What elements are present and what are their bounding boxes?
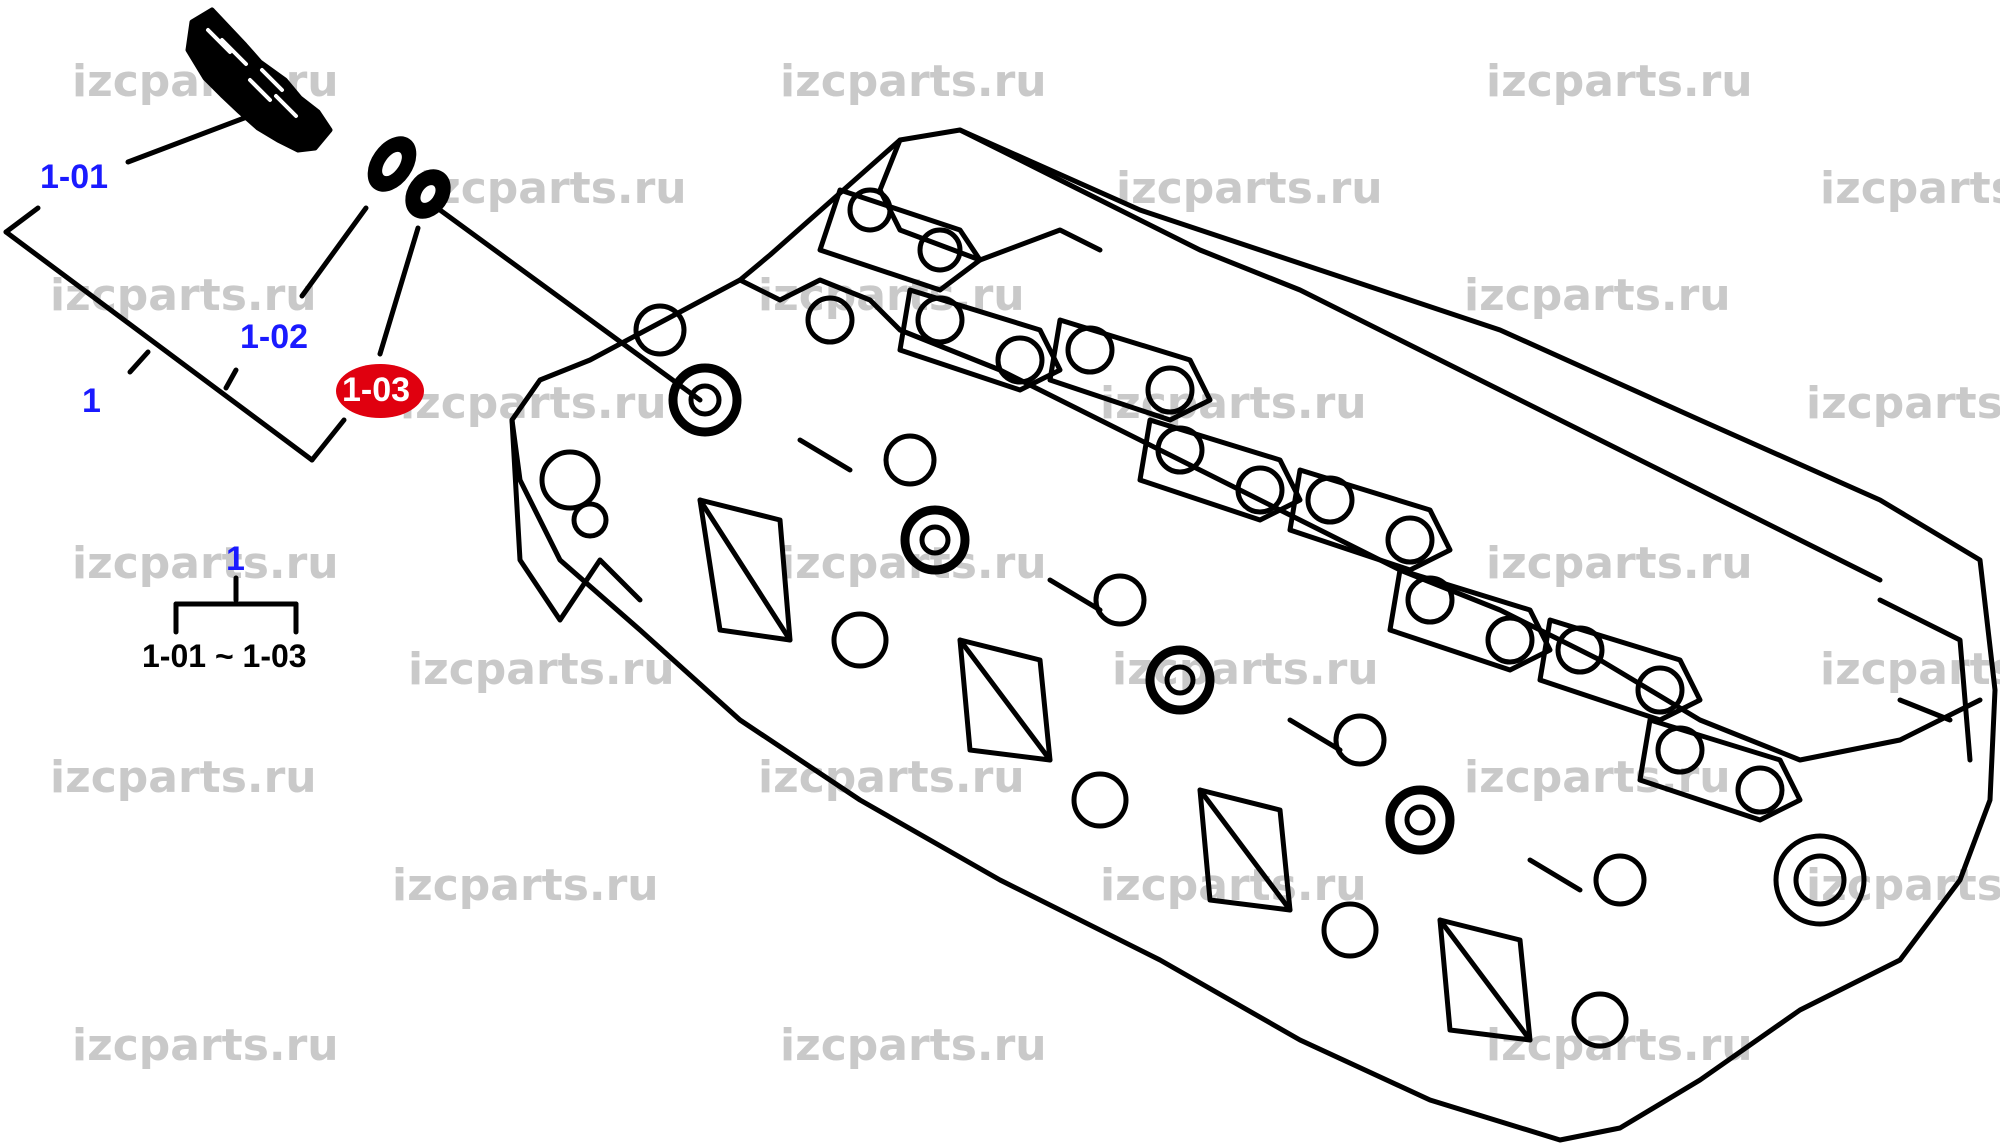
watermark: izcparts.ru xyxy=(1464,270,1731,321)
watermark: izcparts.ru xyxy=(1806,378,2000,429)
callout-highlight xyxy=(336,364,424,418)
watermark: izcparts.ru xyxy=(1820,163,2000,214)
legend-parent-number: 1 xyxy=(226,540,245,578)
watermark: izcparts.ru xyxy=(392,860,659,911)
watermark: izcparts.ru xyxy=(72,1020,339,1071)
watermark: izcparts.ru xyxy=(1486,56,1753,107)
watermark: izcparts.ru xyxy=(50,752,317,803)
watermark: izcparts.ru xyxy=(72,538,339,589)
watermark: izcparts.ru xyxy=(1486,538,1753,589)
watermark: izcparts.ru xyxy=(780,1020,1047,1071)
watermark: izcparts.ru xyxy=(1100,378,1367,429)
callout-1-02[interactable]: 1-02 xyxy=(240,318,309,356)
watermark: izcparts.ru xyxy=(1820,644,2000,695)
watermark: izcparts.ru xyxy=(780,56,1047,107)
injector-part xyxy=(185,7,333,153)
callout-1-01[interactable]: 1-01 xyxy=(40,158,109,196)
watermark: izcparts.ru xyxy=(408,644,675,695)
callout-1-03[interactable]: 1-03 xyxy=(342,371,411,409)
watermark: izcparts.ru xyxy=(420,163,687,214)
legend-range: 1-01 ~ 1-03 xyxy=(142,638,307,674)
watermark: izcparts.ru xyxy=(1116,163,1383,214)
callout-1[interactable]: 1 xyxy=(82,382,101,420)
